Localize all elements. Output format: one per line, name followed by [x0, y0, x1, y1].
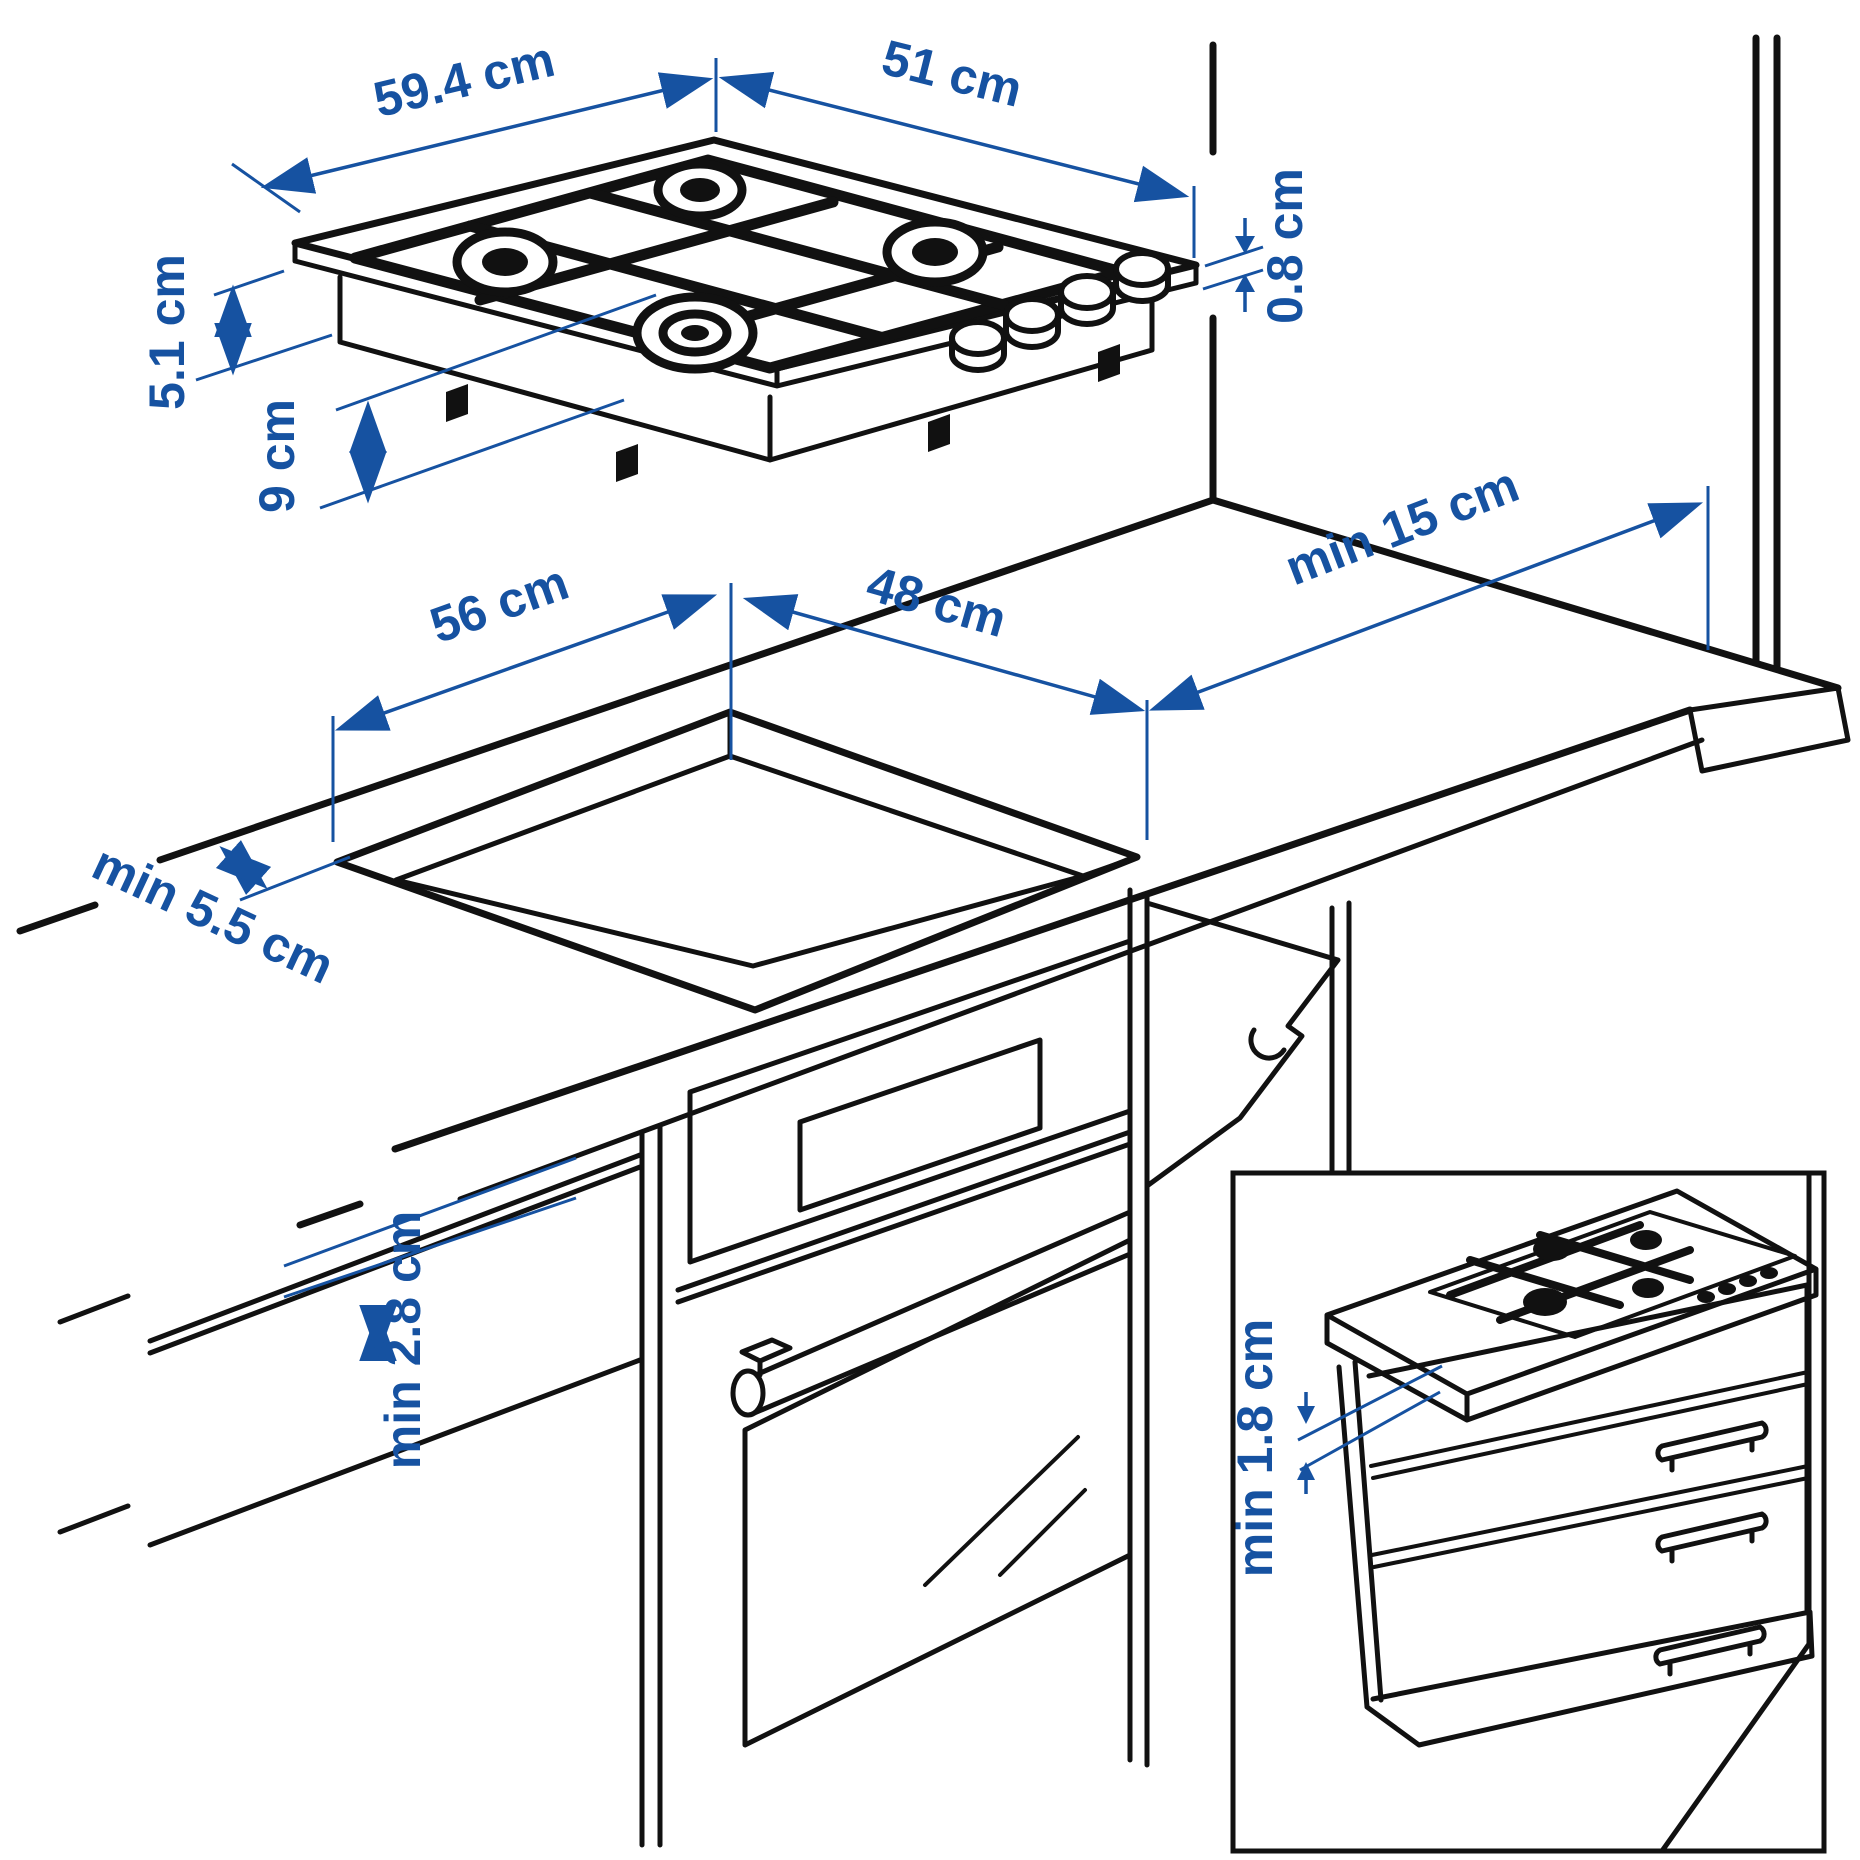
inset-knob	[1718, 1283, 1736, 1295]
inset-knob	[1697, 1291, 1715, 1303]
inset-knob	[1760, 1267, 1778, 1279]
inset-hob-rim	[1428, 1210, 1797, 1339]
inset-hob	[1428, 1210, 1797, 1339]
label-cutout-width: 56 cm	[423, 554, 575, 654]
label-hob-depth: 51 cm	[877, 29, 1028, 118]
dim-line-hob-width	[260, 72, 714, 194]
dim-line-wall-clearance	[1148, 502, 1704, 711]
control-knob	[1116, 253, 1168, 301]
hob-foot	[446, 384, 468, 422]
oven-handle-endcap	[730, 1368, 766, 1418]
control-knob	[1061, 276, 1113, 324]
inset-burner	[1632, 1278, 1664, 1298]
inset-knob	[1739, 1275, 1757, 1287]
oven-control-panel	[687, 938, 1133, 1265]
hob-foot	[928, 414, 950, 452]
cutout-outer-edge	[333, 708, 1141, 1014]
inset-dimension: min 1.8 cm	[1227, 1319, 1443, 1577]
oven-door-glass-shine	[923, 1435, 1087, 1587]
oven-column-left-edge	[639, 1124, 663, 1848]
inset-drawer-handles	[1653, 1420, 1769, 1677]
pan-support-bars	[464, 187, 1010, 351]
dim-line-cutout-width	[334, 594, 718, 731]
inset-arrow-up	[1297, 1462, 1315, 1480]
label-hob-width: 59.4 cm	[368, 31, 559, 128]
inset-burner	[1630, 1230, 1662, 1250]
inset-burner	[1523, 1288, 1567, 1316]
cutout-inner-rim	[393, 709, 1140, 969]
oven-handle-rail	[675, 1129, 1133, 1305]
counter-slab-bottom-edge	[457, 685, 1851, 1202]
oven-column-right-edge	[1127, 887, 1150, 1768]
right-section-cabinet-edge	[1329, 900, 1352, 1173]
witness-lines	[195, 58, 1710, 1299]
right-cabinet-fragment	[1144, 900, 1341, 1189]
hob-body	[337, 274, 1155, 463]
dim-line-hob-depth	[718, 71, 1190, 203]
dim-overlap-arrows	[1235, 218, 1255, 312]
inset-drawer-dividers	[1369, 1370, 1810, 1569]
burner-front-wok	[632, 292, 758, 374]
inset-witness-lines	[1297, 1364, 1443, 1472]
inset-arrow-down	[1297, 1406, 1315, 1424]
gas-hob	[291, 136, 1200, 482]
left-cabinet-front	[57, 1152, 643, 1548]
label-wall-clearance: min 15 cm	[1278, 456, 1526, 596]
base-cabinets-and-oven	[57, 887, 1352, 1848]
label-inset-clearance: min 1.8 cm	[1227, 1319, 1283, 1577]
inset-burner	[1533, 1237, 1571, 1261]
burner-right	[882, 217, 988, 287]
label-cutout-depth: 48 cm	[861, 555, 1013, 648]
countertop	[296, 685, 1851, 1229]
inset-panel: min 1.8 cm	[1227, 1170, 1827, 1854]
burner-back	[653, 159, 747, 221]
oven-door	[742, 1237, 1133, 1748]
inset-base-cabinet	[1324, 1188, 1819, 1748]
hob-foot	[616, 444, 638, 482]
label-hob-height: 5.1 cm	[139, 254, 195, 410]
burner-left	[452, 227, 558, 297]
dim-line-edge-clearance	[215, 840, 272, 895]
wall-corner-edge	[1209, 34, 1781, 673]
control-knob	[1006, 299, 1058, 347]
dim-line-cutout-depth	[742, 594, 1146, 715]
label-edge-clearance: min 5.5 cm	[84, 835, 342, 995]
label-below-clearance: min 2.8 cm	[375, 1211, 431, 1469]
counter-front-edge	[296, 706, 1694, 1229]
control-knob	[952, 322, 1004, 370]
label-hob-body-depth: 9 cm	[249, 399, 305, 513]
label-worktop-overlap: 0.8 cm	[1257, 168, 1313, 324]
hob-foot	[1098, 344, 1120, 382]
wall-base-edges	[16, 496, 1842, 935]
